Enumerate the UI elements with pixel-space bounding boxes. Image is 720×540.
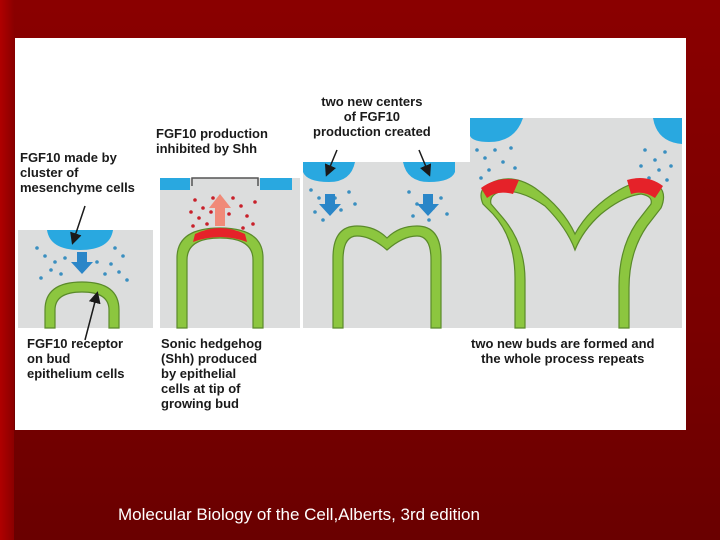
bud-branching-figure: FGF10 made by cluster of mesenchyme cell… (15, 38, 686, 430)
label-two-new-centers: two new centers of FGF10 production crea… (313, 94, 431, 139)
label-fgf10-inhibited: FGF10 production inhibited by Shh (156, 126, 268, 156)
panel-2 (160, 178, 300, 328)
mesenchyme-cluster-right (260, 178, 292, 190)
label-two-new-buds: two new buds are formed and the whole pr… (471, 336, 654, 366)
slide-accent-bar (0, 0, 14, 540)
panel-3 (303, 150, 473, 328)
panel-1 (18, 206, 153, 340)
panel-4 (470, 118, 682, 328)
slide-caption: Molecular Biology of the Cell,Alberts, 3… (118, 505, 480, 525)
mesenchyme-cluster-left (160, 178, 190, 190)
label-fgf10-receptor: FGF10 receptor on bud epithelium cells (27, 336, 125, 381)
label-fgf10-made-by: FGF10 made by cluster of mesenchyme cell… (20, 150, 135, 195)
label-sonic-hedgehog: Sonic hedgehog (Shh) produced by epithel… (161, 336, 262, 411)
